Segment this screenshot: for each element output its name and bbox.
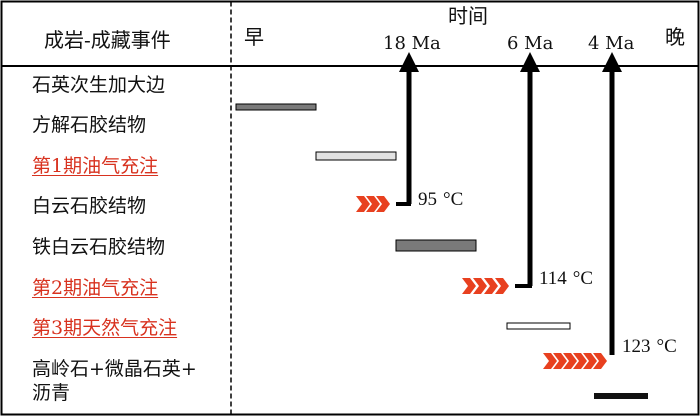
- event-label-calcite-cement: 方解石胶结物: [32, 114, 147, 136]
- temperature-unit: °C: [572, 268, 594, 289]
- temperature-unit: °C: [443, 189, 464, 210]
- bar-gas-charge-3: [506, 322, 571, 330]
- event-label-ankerite-cement: 铁白云石胶结物: [32, 236, 166, 258]
- event-label-dolomite-cement: 白云石胶结物: [32, 195, 147, 217]
- tick-6ma: 6 Ma: [507, 33, 554, 54]
- event-label-gas-charge-3: 第3期天然气充注: [32, 317, 178, 339]
- charge-chevrons-2: [462, 278, 509, 294]
- header-time-title: 时间: [448, 4, 488, 28]
- temperature-label-123: 123°C: [622, 336, 677, 358]
- bar-kaolinite-bitumen: [594, 393, 648, 399]
- tick-4ma: 4 Ma: [588, 33, 635, 54]
- header-late: 晚: [665, 25, 685, 49]
- charge-chevrons-3: [543, 353, 607, 369]
- bar-calcite-cement: [315, 151, 397, 161]
- bar-quartz-overgrowth: [235, 103, 317, 111]
- event-label-oil-charge-2: 第2期油气充注: [32, 277, 159, 299]
- temperature-unit: °C: [656, 336, 677, 357]
- temperature-value: 114: [539, 268, 567, 289]
- bar-ankerite-cement: [395, 239, 477, 252]
- temperature-label-114: 114°C: [539, 268, 593, 290]
- header-early: 早: [244, 25, 264, 49]
- event-label-kaolinite-line1: 高岭石+微晶石英+: [32, 358, 197, 380]
- event-label-oil-charge-1: 第1期油气充注: [32, 155, 159, 177]
- event-label-kaolinite-line2: 沥青: [32, 382, 71, 404]
- temperature-value: 123: [622, 336, 651, 357]
- tick-18ma: 18 Ma: [383, 33, 441, 54]
- temperature-label-95: 95 °C: [418, 189, 463, 211]
- temperature-value: 95: [418, 189, 437, 210]
- charge-chevrons-1: [356, 196, 390, 212]
- event-label-quartz-overgrowth: 石英次生加大边: [32, 74, 166, 96]
- header-events-title: 成岩-成藏事件: [44, 28, 171, 52]
